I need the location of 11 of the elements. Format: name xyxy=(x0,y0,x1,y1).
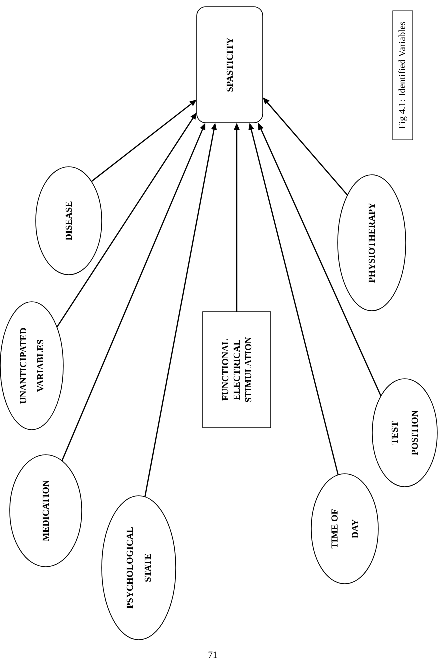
rectangle-node: FUNCTIONAL ELECTRICAL STIMULATION xyxy=(202,312,272,428)
ellipse-node: PHYSIOTHERAPY xyxy=(338,174,406,312)
ellipse-node: TEST POSITION xyxy=(372,378,438,488)
rounded-box: SPASTICITY xyxy=(196,6,264,124)
ellipse-node: TIME OF DAY xyxy=(311,474,379,584)
page-number: 71 xyxy=(208,652,218,658)
ellipse-node: UNANTICIPATED VARIABLES xyxy=(0,302,64,430)
figure-caption: Fig 4.1: Identified Variables xyxy=(392,10,414,140)
ellipse-node: PSYCHOLOGICAL STATE xyxy=(102,496,176,640)
ellipse-node: DISEASE xyxy=(36,166,102,276)
ellipse-node: MEDICATION xyxy=(10,454,82,568)
